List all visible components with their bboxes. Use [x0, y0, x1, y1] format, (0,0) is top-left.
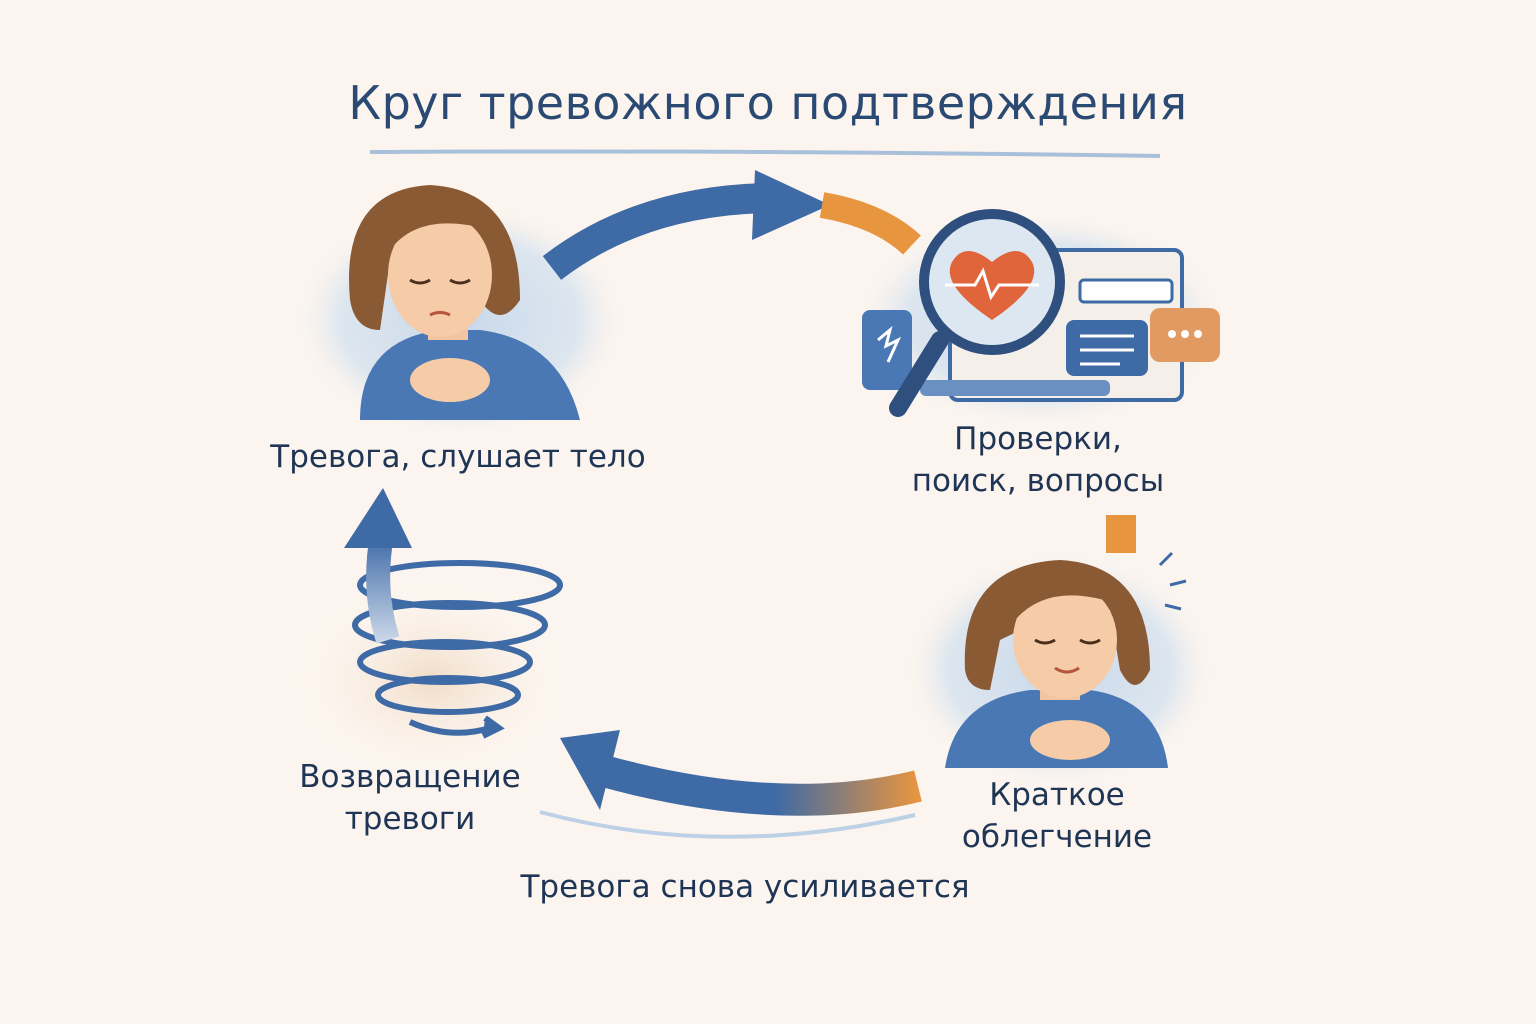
arrow-head-2 — [560, 730, 620, 810]
arrow-return-to-anxiety — [366, 532, 400, 644]
label-line: поиск, вопросы — [911, 463, 1165, 499]
stage-label-checking: Проверки, поиск, вопросы — [838, 418, 1238, 502]
arrow-head-3 — [344, 488, 412, 548]
page-title: Круг тревожного подтверждения — [348, 76, 1188, 130]
label-line: тревоги — [344, 801, 476, 837]
arrow-swoosh — [539, 810, 916, 839]
search-checking-illustration — [862, 209, 1220, 417]
arrow-anxiety-to-checking — [542, 183, 771, 280]
label-line: Проверки, — [954, 421, 1122, 457]
arrow-orange-segment — [819, 192, 921, 255]
label-line: Тревога, слушает тело — [270, 439, 646, 475]
relieved-woman-illustration — [945, 551, 1187, 768]
title-underline — [369, 149, 1161, 158]
anxious-woman-illustration — [349, 185, 580, 420]
label-line: облегчение — [961, 819, 1153, 855]
arrow-orange-vertical — [1106, 515, 1136, 553]
stage-label-anxiety: Тревога, слушает тело — [258, 436, 658, 478]
bottom-caption: Тревога снова усиливается — [520, 869, 970, 905]
label-line: Краткое — [989, 777, 1125, 813]
stage-label-return: Возвращение тревоги — [210, 756, 610, 840]
stage-label-relief: Краткое облегчение — [857, 774, 1257, 858]
arrow-relief-to-return — [595, 754, 922, 816]
arrow-head-1 — [752, 170, 830, 240]
spiral-illustration — [352, 560, 563, 739]
label-line: Возвращение — [299, 759, 521, 795]
